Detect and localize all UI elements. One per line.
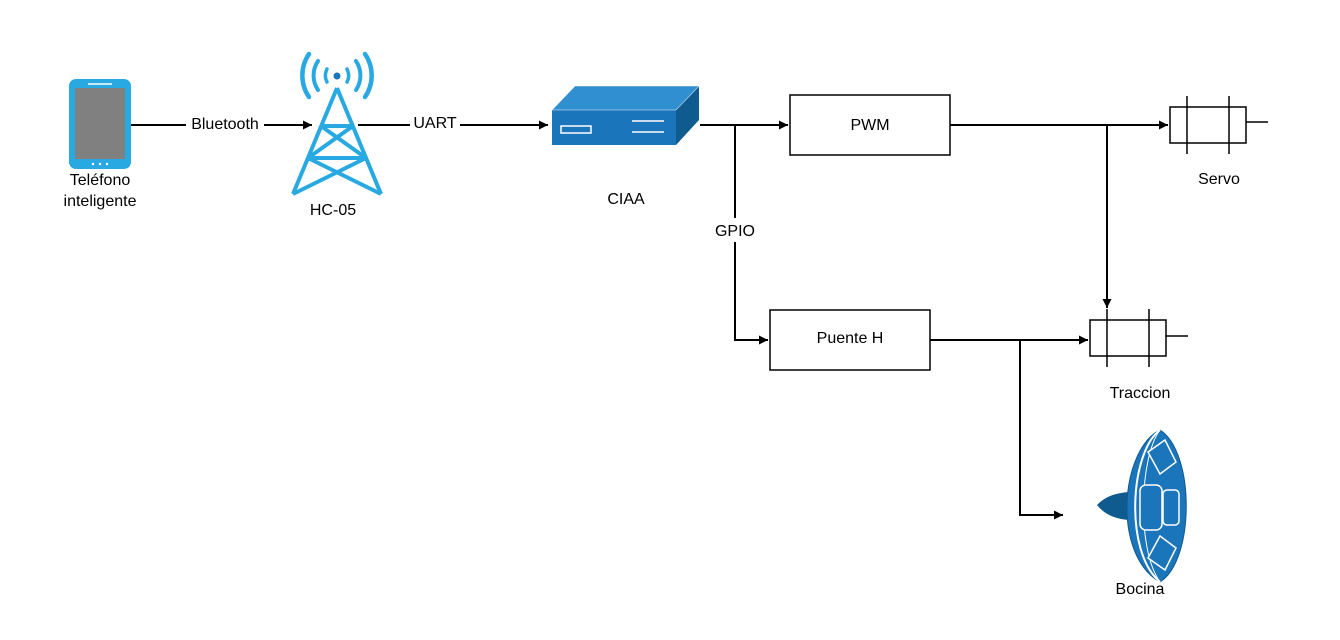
hc05-label: HC-05: [310, 202, 356, 219]
traccion-label: Traccion: [1110, 385, 1171, 402]
motor-icon: [1169, 96, 1268, 154]
svg-text:GPIO: GPIO: [715, 223, 755, 240]
edge-label-bluetooth: Bluetooth: [186, 114, 264, 134]
phone-label-line2: inteligente: [64, 193, 137, 210]
network-device-icon: [551, 85, 700, 145]
edge-label-gpio: GPIO: [709, 218, 761, 242]
phone-label-line1: Teléfono: [70, 172, 131, 189]
edge-ciaa-puente-h: [734, 125, 768, 345]
smartphone-icon: [69, 79, 131, 169]
edge-label-uart: UART: [410, 112, 460, 132]
svg-text:UART: UART: [413, 115, 456, 132]
puente-h-label: Puente H: [817, 330, 884, 347]
radio-tower-icon: [291, 51, 383, 196]
motor-icon: [1089, 309, 1188, 367]
speaker-icon: [1097, 429, 1187, 583]
puente-h-block: Puente H: [769, 309, 931, 371]
edge-puente-h-bocina: [1019, 340, 1063, 520]
connections: [130, 120, 1168, 520]
pwm-label: PWM: [850, 117, 889, 134]
pwm-block: PWM: [789, 94, 951, 156]
svg-text:Bluetooth: Bluetooth: [191, 116, 259, 133]
ciaa-label: CIAA: [607, 191, 645, 208]
bocina-label: Bocina: [1116, 581, 1165, 598]
servo-label: Servo: [1198, 171, 1240, 188]
